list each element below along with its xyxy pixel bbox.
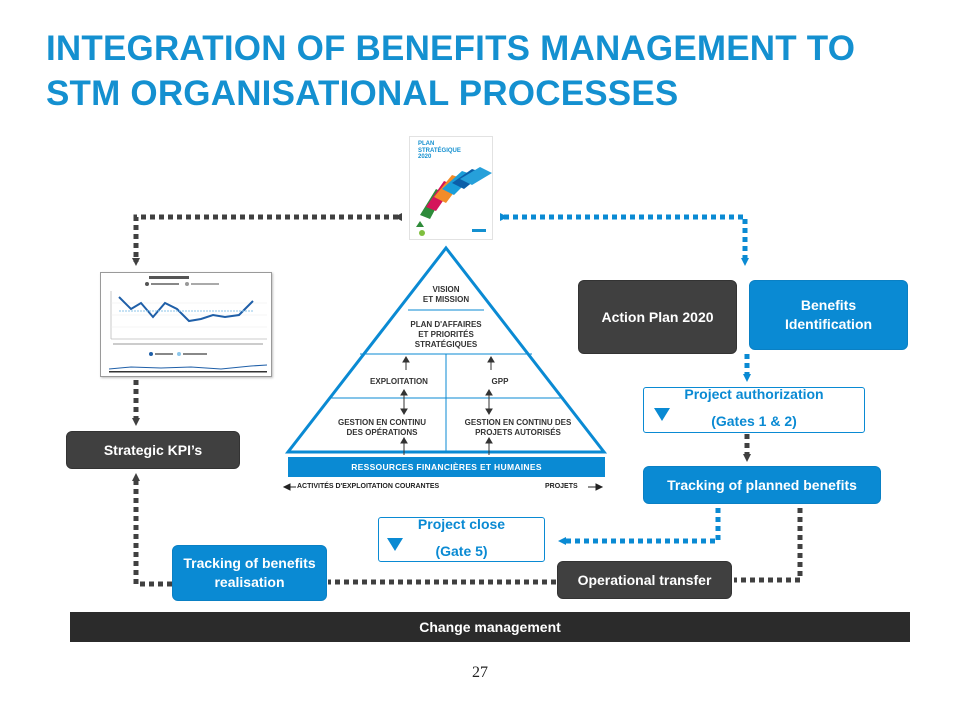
pyramid-vision: VISION ET MISSION	[406, 285, 486, 305]
benefits-identification-box: Benefits Identification	[749, 280, 908, 350]
action-plan-box: Action Plan 2020	[578, 280, 737, 354]
stage-triangle-icon	[387, 538, 403, 551]
slide-title-line-1: INTEGRATION OF BENEFITS MANAGEMENT TO	[46, 29, 856, 68]
tracking-benefits-realisation-box: Tracking of benefits realisation	[172, 545, 327, 601]
gate-5-label: (Gate 5)	[435, 542, 488, 559]
cover-title: PLAN STRATÉGIQUE 2020	[418, 141, 461, 161]
pyramid-plan-line-2: ET PRIORITÉS	[418, 330, 474, 339]
activities-label: ACTIVITÉS D'EXPLOITATION COURANTES	[297, 483, 440, 490]
cover-title-line-1: PLAN	[418, 141, 435, 147]
slide-title-line-2: STM ORGANISATIONAL PROCESSES	[46, 74, 679, 113]
kpi-chart-graphic	[108, 276, 268, 373]
pyramid-plan-line-1: PLAN D'AFFAIRES	[410, 320, 482, 329]
connector-cover-to-benefits	[500, 213, 749, 266]
pyramid-gpp: GPP	[460, 377, 540, 387]
cover-arrows-graphic	[416, 167, 492, 236]
pyramid-exploitation: EXPLOITATION	[354, 377, 444, 387]
pyramid-plan-line-3: STRATÉGIQUES	[414, 340, 478, 349]
slide-title: INTEGRATION OF BENEFITS MANAGEMENT TO ST…	[46, 26, 926, 116]
pyramid-ongoing-operations: GESTION EN CONTINU DES OPÉRATIONS	[320, 418, 444, 438]
pyramid-gpp-label: GPP	[491, 377, 509, 386]
cover-title-line-3: 2020	[418, 154, 432, 160]
pyramid-business-plan: PLAN D'AFFAIRES ET PRIORITÉS STRATÉGIQUE…	[386, 320, 506, 350]
project-close-label: Project close	[417, 515, 506, 532]
kpi-chart-thumbnail	[100, 272, 272, 377]
connector-planned-to-transfer	[734, 508, 803, 583]
gates-1-2-label: (Gates 1 & 2)	[711, 413, 797, 429]
page-number: 27	[472, 664, 488, 681]
activities-row: ACTIVITÉS D'EXPLOITATION COURANTES PROJE…	[283, 480, 605, 494]
operational-transfer-box: Operational transfer	[557, 561, 732, 599]
pyramid-ops-line-1: GESTION EN CONTINU	[337, 418, 426, 427]
pyramid-ops-line-2: DES OPÉRATIONS	[346, 428, 418, 437]
pyramid-proj-line-2: PROJETS AUTORISÉS	[475, 428, 561, 437]
strategic-plan-cover: PLAN STRATÉGIQUE 2020	[409, 136, 493, 240]
pyramid-ongoing-projects: GESTION EN CONTINU DES PROJETS AUTORISÉS	[448, 418, 588, 438]
pyramid-vision-line-1: VISION	[432, 285, 460, 294]
tracking-planned-benefits-box: Tracking of planned benefits	[643, 466, 881, 504]
resources-bar: RESSOURCES FINANCIÈRES ET HUMAINES	[288, 457, 605, 477]
connector-cover-to-kpi	[132, 213, 402, 266]
activities-arrows	[282, 483, 604, 491]
stage-triangle-icon	[654, 408, 670, 421]
projects-label: PROJETS	[545, 483, 578, 490]
connector-planned-to-close	[558, 508, 721, 545]
pyramid-vision-line-2: ET MISSION	[422, 295, 470, 304]
connector-realisation-to-kpi	[132, 473, 172, 587]
project-authorization-label: Project authorization	[684, 386, 824, 402]
pyramid-small-arrows	[400, 356, 495, 455]
change-management-bar: Change management	[70, 612, 910, 642]
pyramid-proj-line-1: GESTION EN CONTINU DES	[464, 418, 572, 427]
pyramid-exploitation-label: EXPLOITATION	[370, 377, 428, 386]
strategic-kpis-box: Strategic KPI’s	[66, 431, 240, 469]
project-close-box: Project close (Gate 5)	[378, 515, 545, 562]
project-authorization-box: Project authorization (Gates 1 & 2)	[643, 386, 865, 433]
cover-title-line-2: STRATÉGIQUE	[418, 147, 461, 154]
